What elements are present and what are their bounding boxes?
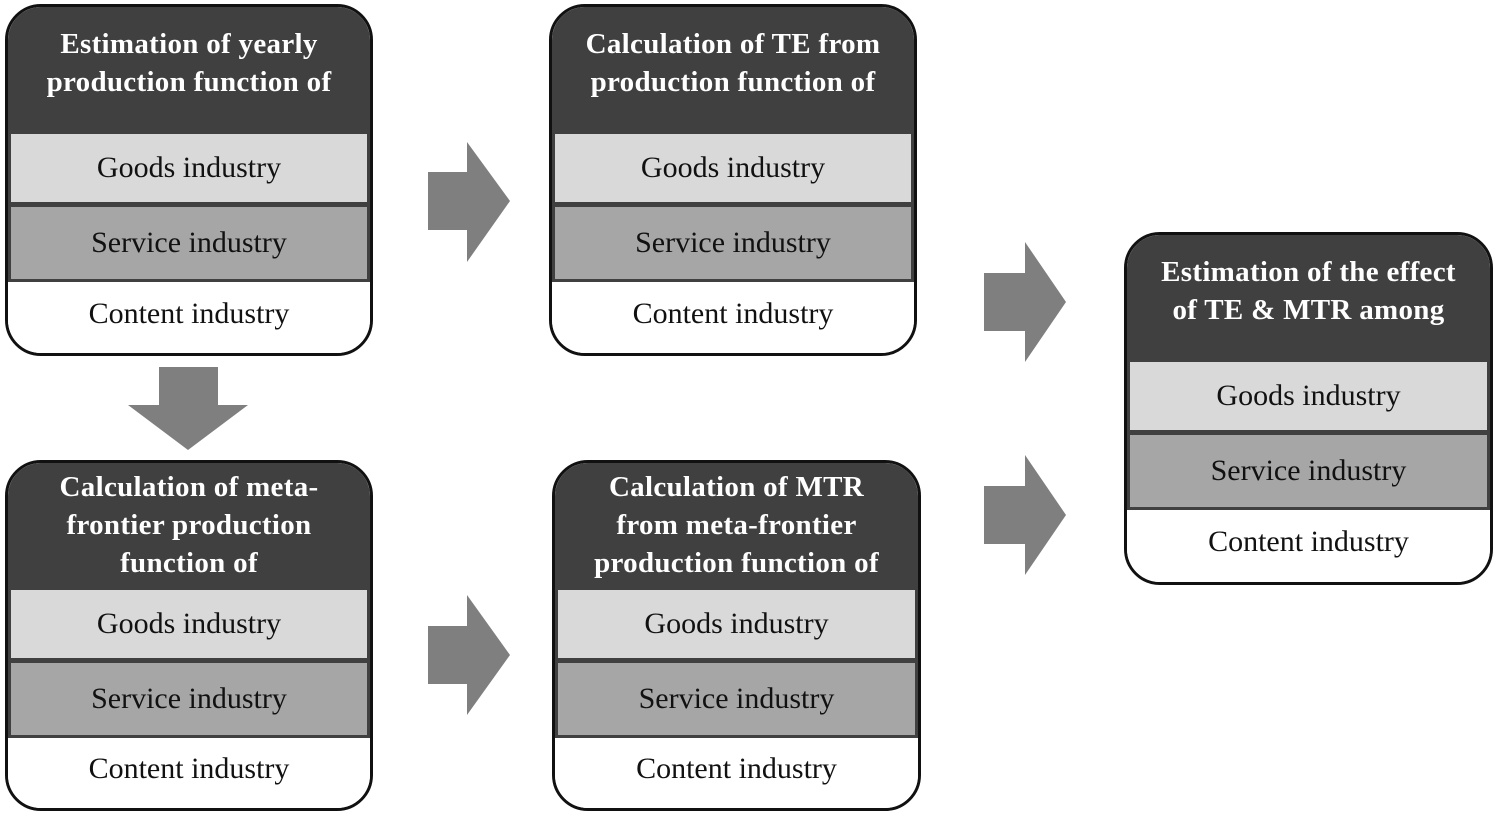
row-service-industry: Service industry <box>8 660 370 738</box>
box-title-line: frontier production <box>66 509 312 541</box>
row-goods-industry: Goods industry <box>555 587 918 660</box>
box-header: Calculation of TE from production functi… <box>552 7 914 131</box>
box-header: Calculation of meta- frontier production… <box>8 463 370 587</box>
box-header: Estimation of the effect of TE & MTR amo… <box>1127 235 1490 359</box>
box-te-calculation: Calculation of TE from production functi… <box>549 4 917 356</box>
box-title-line: from meta-frontier <box>616 509 857 541</box>
box-title-line: of TE & MTR among <box>1172 294 1445 326</box>
row-content-industry: Content industry <box>555 738 918 808</box>
row-content-industry: Content industry <box>1127 510 1490 582</box>
arrow-right-icon <box>984 242 1066 362</box>
box-title-line: Calculation of TE from <box>585 28 881 60</box>
box-title-line: function of <box>120 547 258 579</box>
box-title-line: production function of <box>590 66 876 98</box>
row-service-industry: Service industry <box>1127 432 1490 510</box>
box-header: Calculation of MTR from meta-frontier pr… <box>555 463 918 587</box>
box-title-line: Calculation of MTR <box>608 471 865 503</box>
row-content-industry: Content industry <box>8 738 370 808</box>
box-mtr-calculation: Calculation of MTR from meta-frontier pr… <box>552 460 921 811</box>
box-title-line: production function of <box>594 547 879 579</box>
arrow-right-icon <box>428 142 510 262</box>
box-title-line: Estimation of the effect <box>1161 256 1456 288</box>
box-title-line: Estimation of yearly <box>60 28 318 60</box>
row-service-industry: Service industry <box>555 660 918 738</box>
row-goods-industry: Goods industry <box>1127 359 1490 432</box>
row-goods-industry: Goods industry <box>8 587 370 660</box>
row-goods-industry: Goods industry <box>552 131 914 204</box>
row-content-industry: Content industry <box>552 282 914 353</box>
box-title-line: Calculation of meta- <box>59 471 319 503</box>
box-header: Estimation of yearly production function… <box>8 7 370 131</box>
box-title-line: production function of <box>46 66 332 98</box>
box-meta-frontier: Calculation of meta- frontier production… <box>5 460 373 811</box>
arrow-right-icon <box>428 595 510 715</box>
arrow-down-icon <box>128 367 248 450</box>
row-content-industry: Content industry <box>8 282 370 353</box>
box-yearly-production: Estimation of yearly production function… <box>5 4 373 356</box>
row-service-industry: Service industry <box>552 204 914 282</box>
row-goods-industry: Goods industry <box>8 131 370 204</box>
box-effect-estimation: Estimation of the effect of TE & MTR amo… <box>1124 232 1493 585</box>
row-service-industry: Service industry <box>8 204 370 282</box>
arrow-right-icon <box>984 455 1066 575</box>
